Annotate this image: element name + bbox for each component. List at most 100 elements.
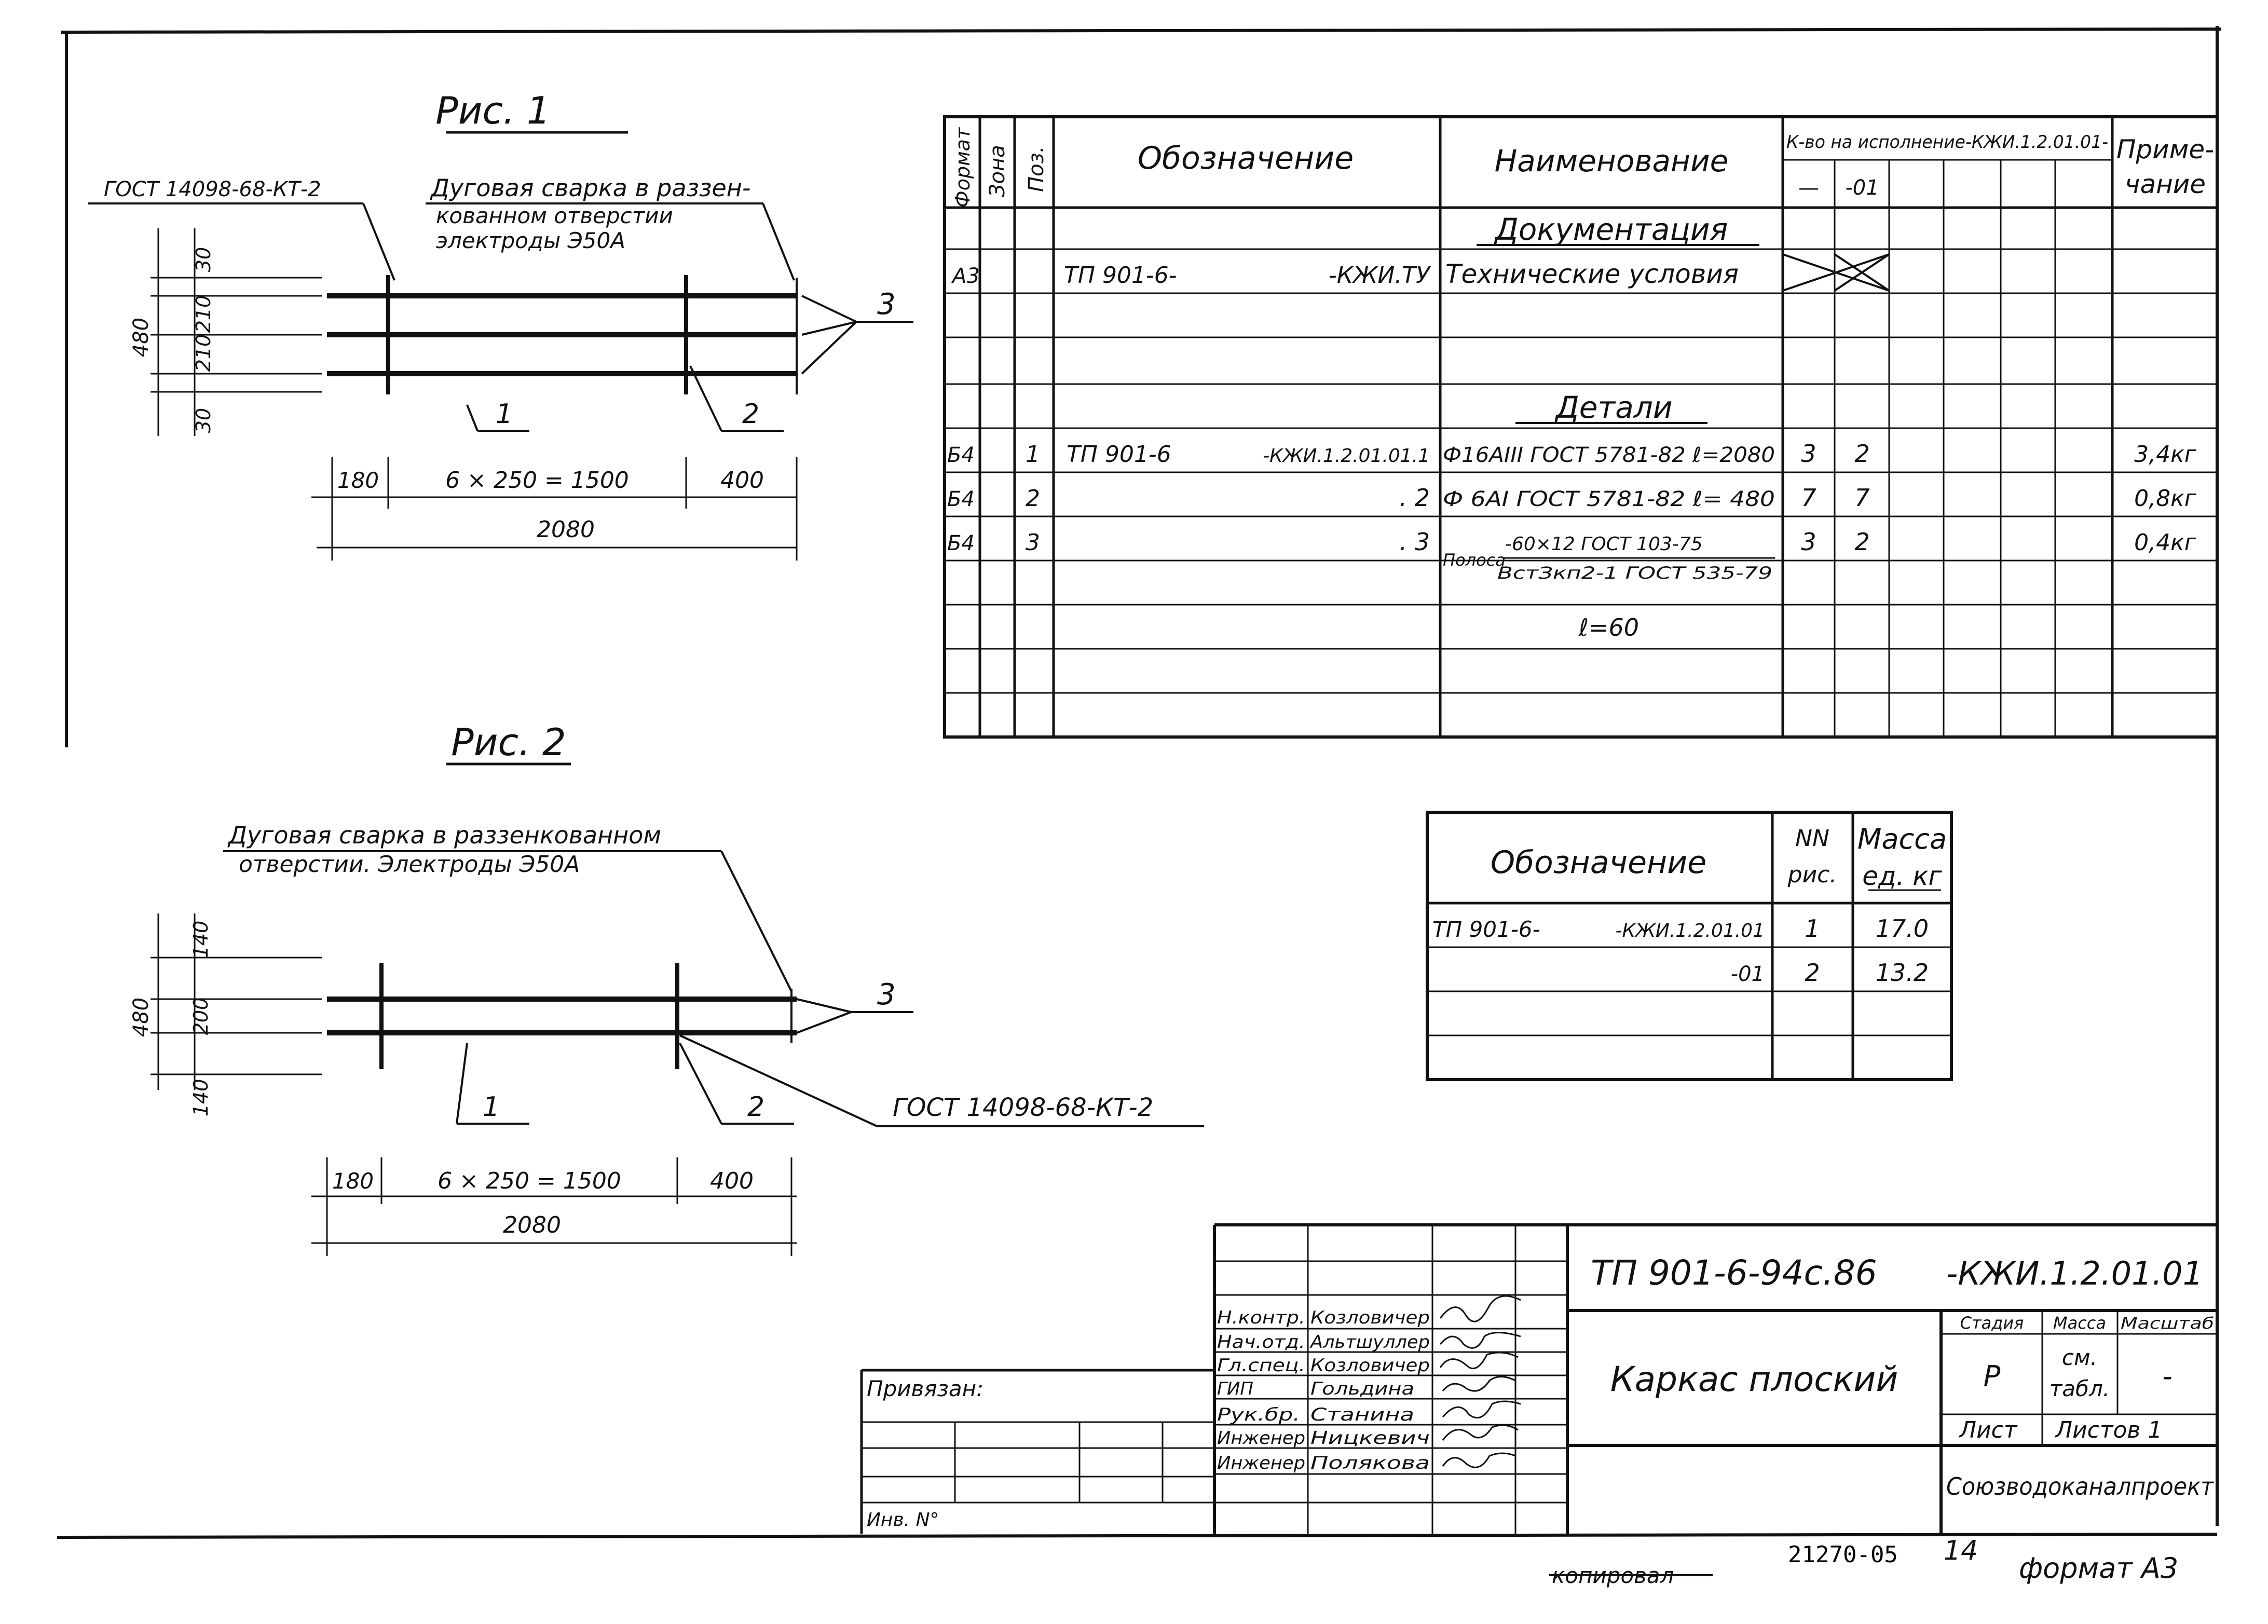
spec-header-qty-dash: — bbox=[1798, 176, 1819, 200]
footer-page: 14 bbox=[1944, 1535, 1978, 1566]
mass-row1-designation-a: ТП 901-6- bbox=[1432, 917, 1540, 942]
fig2-dim-180: 180 bbox=[332, 1168, 374, 1194]
fig2-title: Рис. 2 bbox=[451, 720, 566, 764]
fig1-dim-spacing: 6 × 250 = 1500 bbox=[445, 467, 629, 494]
spec-section-parts: Детали bbox=[1554, 390, 1672, 425]
tb-person-2: Альтшуллер bbox=[1309, 1332, 1430, 1353]
spec-doc-designation-a: ТП 901-6- bbox=[1064, 262, 1177, 289]
spec-row3-format: Б4 bbox=[947, 531, 975, 555]
tb-doc-code-b: -КЖИ.1.2.01.01 bbox=[1946, 1254, 2203, 1292]
fig1-weld-line1: Дуговая сварка в раззен- bbox=[430, 174, 750, 202]
mass-row2-mass: 13.2 bbox=[1876, 959, 1929, 987]
fig1-dim-210b: 210 bbox=[192, 334, 215, 372]
fig1-dim-total: 2080 bbox=[537, 516, 595, 543]
fig1-gost-label: ГОСТ 14098-68-КТ-2 bbox=[104, 178, 321, 201]
spec-doc-name: Технические условия bbox=[1445, 259, 1739, 289]
tb-sheets-label: Листов 1 bbox=[2054, 1417, 2162, 1443]
spec-table: Формат Зона Поз. Обозначение Наименовани… bbox=[943, 115, 2219, 739]
tb-role-1: Н.контр. bbox=[1217, 1307, 1305, 1328]
tb-role-4: ГИП bbox=[1217, 1379, 1253, 1399]
mass-row1-fig: 1 bbox=[1805, 915, 1820, 943]
tb-inv-label: Инв. N° bbox=[867, 1509, 939, 1531]
mass-table: Обозначение NN рис. Масса ед. кг ТП 901-… bbox=[1426, 811, 1953, 1081]
tb-scale-label: Масштаб bbox=[2121, 1315, 2214, 1333]
spec-row2-q1: 7 bbox=[1801, 484, 1816, 512]
spec-header-format: Формат bbox=[951, 127, 974, 208]
fig2-dim-400: 400 bbox=[710, 1168, 754, 1194]
tb-role-6: Инженер bbox=[1217, 1428, 1305, 1449]
tb-role-3: Гл.спец. bbox=[1217, 1355, 1305, 1376]
spec-row3-note: 0,4кг bbox=[2134, 529, 2197, 556]
fig1-dim-180: 180 bbox=[337, 468, 379, 493]
spec-row2-pos: 2 bbox=[1026, 485, 1040, 512]
fig2-weld-line1: Дуговая сварка в раззенкованном bbox=[227, 821, 661, 849]
footer-format: формат А3 bbox=[2019, 1552, 2178, 1585]
fig2-transverse-bars bbox=[379, 963, 679, 1069]
spec-row1-note: 3,4кг bbox=[2134, 441, 2197, 468]
spec-row2-name: Ф 6АI ГОСТ 5781-82 ℓ= 480 bbox=[1443, 487, 1775, 511]
tb-stage-label: Стадия bbox=[1960, 1313, 2024, 1333]
spec-header-designation: Обозначение bbox=[1138, 140, 1354, 176]
fig2-dim-spacing: 6 × 250 = 1500 bbox=[438, 1168, 621, 1194]
fig2-weld-line2: отверстии. Электроды Э50А bbox=[239, 851, 580, 878]
tb-stage-value: Р bbox=[1984, 1360, 2001, 1393]
spec-row3-q1: 3 bbox=[1801, 528, 1816, 556]
tb-person-5: Станина bbox=[1310, 1404, 1414, 1425]
mass-header-fig: рис. bbox=[1787, 862, 1837, 888]
tb-role-2: Нач.отд. bbox=[1217, 1332, 1305, 1353]
fig2-dim-140b: 140 bbox=[189, 1079, 212, 1117]
fig2-dim-200: 200 bbox=[189, 998, 212, 1035]
tb-organization: Союзводоканалпроект bbox=[1946, 1472, 2214, 1500]
mass-row1-designation-b: -КЖИ.1.2.01.01 bbox=[1616, 920, 1765, 941]
spec-row3-q2: 2 bbox=[1854, 528, 1869, 556]
spec-section-docs: Документация bbox=[1494, 212, 1728, 247]
mass-header-nn: NN bbox=[1795, 825, 1829, 852]
tb-role-5: Рук.бр. bbox=[1217, 1404, 1300, 1425]
spec-doc-designation-b: -КЖИ.ТУ bbox=[1329, 262, 1431, 289]
fig1-pos3: 3 bbox=[877, 288, 896, 321]
figure-2: Рис. 2 Дуговая сварка в раззенкованном о… bbox=[129, 720, 1204, 1256]
mass-row1-mass: 17.0 bbox=[1876, 915, 1929, 943]
tb-person-4: Гольдина bbox=[1310, 1379, 1414, 1399]
spec-header-name: Наименование bbox=[1495, 143, 1729, 179]
fig1-dim-30a: 30 bbox=[192, 247, 215, 272]
fig1-transverse-bars bbox=[386, 275, 688, 394]
title-block: Н.контр. Козловичер Нач.отд. Альтшуллер … bbox=[860, 1223, 2217, 1534]
spec-row3-name-prefix: Полоса bbox=[1443, 550, 1506, 570]
fig1-dim-30b: 30 bbox=[192, 408, 215, 433]
tb-mass-label: Масса bbox=[2053, 1313, 2106, 1333]
footer-number: 21270-05 bbox=[1788, 1541, 1898, 1568]
spec-header-zone: Зона bbox=[986, 145, 1009, 197]
spec-row1-designation-a: ТП 901-6 bbox=[1067, 441, 1171, 468]
fig2-gost-label: ГОСТ 14098-68-КТ-2 bbox=[893, 1093, 1153, 1122]
mass-header-mass: Масса bbox=[1857, 823, 1947, 855]
mass-row2-designation-b: -01 bbox=[1731, 962, 1765, 986]
fig2-dim-480: 480 bbox=[129, 998, 153, 1037]
tb-title: Каркас плоский bbox=[1610, 1359, 1898, 1399]
fig1-dim-400: 400 bbox=[720, 467, 764, 494]
fig2-pos1: 1 bbox=[483, 1091, 500, 1123]
fig1-weld-line3: электроды Э50А bbox=[436, 228, 625, 253]
spec-row3-designation-b: . 3 bbox=[1399, 528, 1430, 556]
spec-row1-designation-b: -КЖИ.1.2.01.01.1 bbox=[1263, 445, 1430, 467]
fig1-weld-line2: кованном отверстии bbox=[436, 203, 673, 228]
fig1-pos1: 1 bbox=[496, 399, 513, 430]
spec-doc-format: А3 bbox=[951, 264, 980, 288]
spec-row2-q2: 7 bbox=[1854, 484, 1869, 512]
figure-1: Рис. 1 ГОСТ 14098-68-КТ-2 Дуговая сварка… bbox=[88, 89, 913, 561]
mass-header-designation: Обозначение bbox=[1491, 844, 1706, 881]
spec-length-note: ℓ=60 bbox=[1578, 613, 1639, 642]
fig2-dim-140a: 140 bbox=[189, 921, 212, 959]
spec-row2-format: Б4 bbox=[947, 487, 975, 511]
spec-header-pos: Поз. bbox=[1024, 146, 1048, 192]
spec-header-note-line2: чание bbox=[2125, 169, 2206, 199]
tb-role-7: Инженер bbox=[1217, 1453, 1305, 1473]
spec-row1-q2: 2 bbox=[1854, 440, 1869, 468]
fig2-pos3: 3 bbox=[877, 978, 896, 1012]
spec-row1-pos: 1 bbox=[1026, 441, 1040, 468]
spec-header-qty-group: К-во на исполнение-КЖИ.1.2.01.01- bbox=[1786, 132, 2108, 153]
footer: копировал 21270-05 14 формат А3 bbox=[1549, 1535, 2178, 1588]
fig2-longitudinal-rods bbox=[327, 997, 797, 1035]
spec-row1-format: Б4 bbox=[947, 443, 975, 467]
